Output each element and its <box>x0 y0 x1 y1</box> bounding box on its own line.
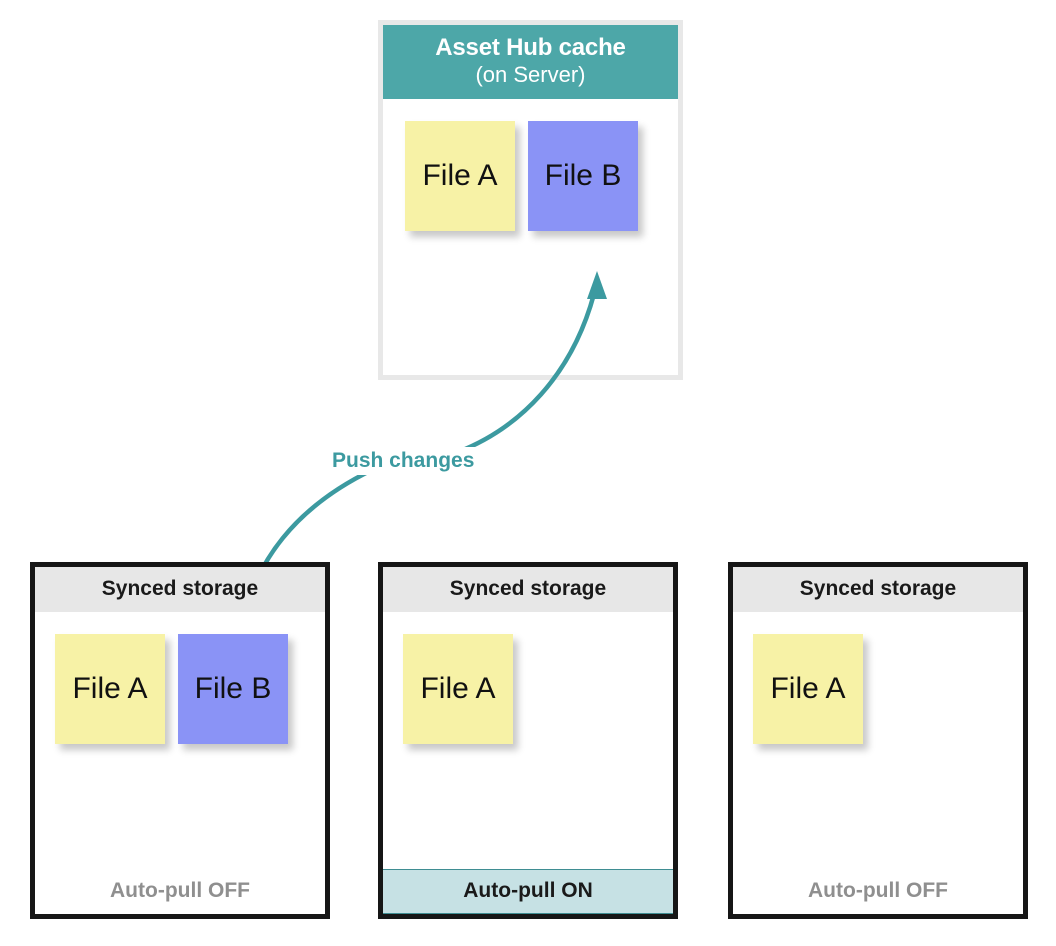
file-note-label: File A <box>72 672 148 705</box>
synced-storage-body: File A <box>383 612 673 869</box>
synced-storage-header: Synced storage <box>383 567 673 612</box>
synced-storage-header: Synced storage <box>733 567 1023 612</box>
file-note-label: File B <box>544 159 622 193</box>
asset-hub-cache-title: Asset Hub cache <box>435 34 626 61</box>
file-note-label: File A <box>770 672 846 705</box>
asset-hub-cache-box: Asset Hub cache (on Server) File A File … <box>378 20 683 380</box>
synced-storage-box-3: Synced storage File A Auto-pull OFF <box>728 562 1028 919</box>
file-note-a[interactable]: File A <box>753 634 863 744</box>
synced-storage-body: File A <box>733 612 1023 869</box>
file-note-b[interactable]: File B <box>528 121 638 232</box>
file-note-a[interactable]: File A <box>405 121 515 232</box>
asset-hub-cache-body: File A File B <box>383 99 678 342</box>
synced-storage-box-2: Synced storage File A Auto-pull ON <box>378 562 678 919</box>
file-note-label: File A <box>420 672 496 705</box>
asset-hub-cache-header: Asset Hub cache (on Server) <box>383 25 678 100</box>
synced-storage-body: File A File B <box>35 612 325 869</box>
auto-pull-status: Auto-pull OFF <box>733 869 1023 914</box>
synced-storage-box-1: Synced storage File A File B Auto-pull O… <box>30 562 330 919</box>
file-note-label: File B <box>194 672 272 705</box>
file-note-a[interactable]: File A <box>55 634 165 744</box>
file-note-b[interactable]: File B <box>178 634 288 744</box>
auto-pull-status: Auto-pull ON <box>383 869 673 914</box>
file-note-label: File A <box>422 159 498 193</box>
asset-hub-cache-subtitle: (on Server) <box>475 62 586 88</box>
cache-note-row: File A File B <box>405 121 678 232</box>
synced-storage-header: Synced storage <box>35 567 325 612</box>
file-note-a[interactable]: File A <box>403 634 513 744</box>
push-changes-label: Push changes <box>326 447 481 475</box>
auto-pull-status: Auto-pull OFF <box>35 869 325 914</box>
